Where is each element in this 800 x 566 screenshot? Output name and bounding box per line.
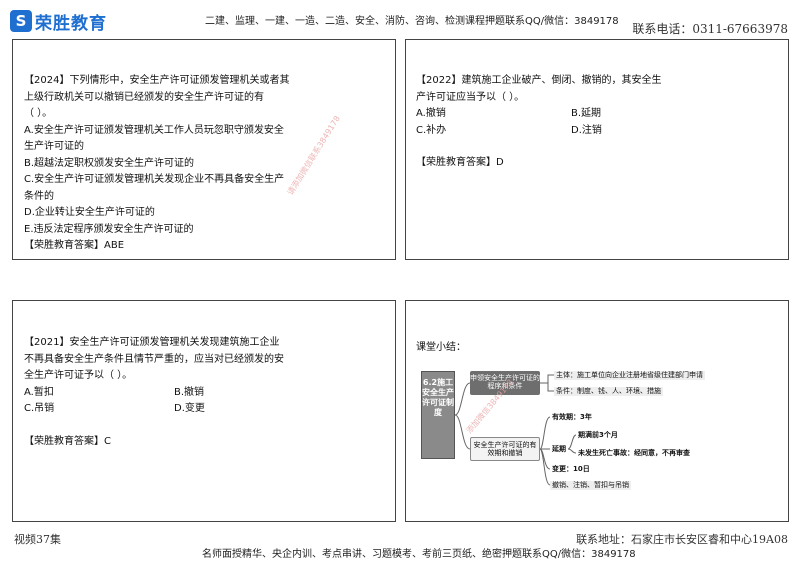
question-card-2021: 【2021】安全生产许可证颁发管理机关发现建筑施工企业 不再具备安全生产条件且情… <box>12 300 396 522</box>
options-row: A.暂扣 B.撤销 <box>24 385 324 402</box>
question-line: 【2024】下列情形中，安全生产许可证颁发管理机关或者其 <box>24 75 290 86</box>
question-line: （ ）。 <box>24 108 53 119</box>
leaf-validity: 有效期：3年 <box>552 413 592 421</box>
options-row: C.补办 D.注销 <box>416 123 786 140</box>
leaf-conditions: 条件：制度、钱、人、环境、措施 <box>554 387 663 396</box>
contact-address: 联系地址：石家庄市长安区睿和中心19A08 <box>576 533 788 546</box>
mind-map-branch-apply: 申领安全生产许可证的程序和条件 <box>470 371 540 395</box>
mind-map: 6.2施工安全生产许可证制度 申领安全生产许可证的程序和条件 安全生产许可证的有… <box>416 361 716 501</box>
leaf-extend-deadline: 期满前3个月 <box>578 431 618 439</box>
question-line: 产许可证应当予以（ ）。 <box>416 91 525 103</box>
logo: S 荣胜教育 <box>10 8 107 34</box>
question-2024-text: 【2024】下列情形中，安全生产许可证颁发管理机关或者其 上级行政机关可以撤销已… <box>24 73 294 255</box>
leaf-subject: 主体：施工单位向企业注册地省级住建部门申请 <box>554 371 705 380</box>
option-line: C.安全生产许可证颁发管理机关发现企业不再具备安全生产 <box>24 174 285 185</box>
mind-map-branch-validity: 安全生产许可证的有效期和撤销 <box>470 437 540 461</box>
promo-banner: 名师面授精华、央企内训、考点串讲、习题模考、考前三页纸、绝密押题联系QQ/微信：… <box>202 549 636 560</box>
question-line: 不再具备安全生产条件且情节严重的，应当对已经颁发的安 <box>24 353 284 365</box>
option-d: D.变更 <box>174 403 205 414</box>
option-b: B.延期 <box>571 108 602 119</box>
option-a: A.暂扣 <box>24 386 54 398</box>
leaf-extend-condition: 未发生死亡事故：经同意，不再审查 <box>578 449 690 457</box>
question-line: 【2022】建筑施工企业破产、倒闭、撤销的，其安全生 <box>416 75 662 86</box>
mind-map-root: 6.2施工安全生产许可证制度 <box>421 371 455 459</box>
leaf-extend: 延期 <box>552 445 566 453</box>
summary-card: 课堂小结： 6.2施工安全生产许可证制度 申领安全生产许可证的程序和条件 安全生… <box>405 300 789 522</box>
option-a: A.撤销 <box>416 108 446 119</box>
question-card-2022: 【2022】建筑施工企业破产、倒闭、撤销的，其安全生 产许可证应当予以（ ）。 … <box>405 39 789 260</box>
answer-line: 【荣胜教育答案】D <box>416 157 504 168</box>
option-line: 条件的 <box>24 190 54 202</box>
question-2022-text: 【2022】建筑施工企业破产、倒闭、撤销的，其安全生 产许可证应当予以（ ）。 … <box>416 73 786 172</box>
question-card-2024: 【2024】下列情形中，安全生产许可证颁发管理机关或者其 上级行政机关可以撤销已… <box>12 39 396 260</box>
contact-phone: 联系电话：0311-67663978 <box>632 22 788 36</box>
answer-line: 【荣胜教育答案】ABE <box>24 240 125 251</box>
mind-map-connectors <box>454 374 577 486</box>
options-row: A.撤销 B.延期 <box>416 106 786 123</box>
question-2021-text: 【2021】安全生产许可证颁发管理机关发现建筑施工企业 不再具备安全生产条件且情… <box>24 335 324 450</box>
leaf-revoke: 撤销、注销、暂扣与吊销 <box>550 481 631 490</box>
option-line: D.企业转让安全生产许可证的 <box>24 207 155 218</box>
option-b: B.撤销 <box>174 386 205 398</box>
option-line: E.违反法定程序颁发安全生产许可证的 <box>24 223 194 235</box>
leaf-change: 变更：10日 <box>552 465 590 473</box>
option-line: 生产许可证的 <box>24 141 84 152</box>
option-line: B.超越法定职权颁发安全生产许可证的 <box>24 157 195 169</box>
question-line: 全生产许可证予以（ ）。 <box>24 370 133 381</box>
summary-title: 课堂小结： <box>416 342 466 353</box>
answer-line: 【荣胜教育答案】C <box>24 435 111 447</box>
video-count: 视频37集 <box>14 533 61 546</box>
option-d: D.注销 <box>571 124 602 136</box>
logo-text: 荣胜教育 <box>35 13 107 34</box>
options-row: C.吊销 D.变更 <box>24 401 324 418</box>
question-line: 【2021】安全生产许可证颁发管理机关发现建筑施工企业 <box>24 337 280 348</box>
course-banner: 二建、监理、一建、一造、二造、安全、消防、咨询、检测课程押题联系QQ/微信：38… <box>205 16 619 27</box>
option-line: A.安全生产许可证颁发管理机关工作人员玩忽职守颁发安全 <box>24 124 284 136</box>
option-c: C.吊销 <box>24 403 55 414</box>
question-line: 上级行政机关可以撤销已经颁发的安全生产许可证的有 <box>24 91 264 103</box>
option-c: C.补办 <box>416 124 447 136</box>
logo-icon: S <box>10 10 32 32</box>
